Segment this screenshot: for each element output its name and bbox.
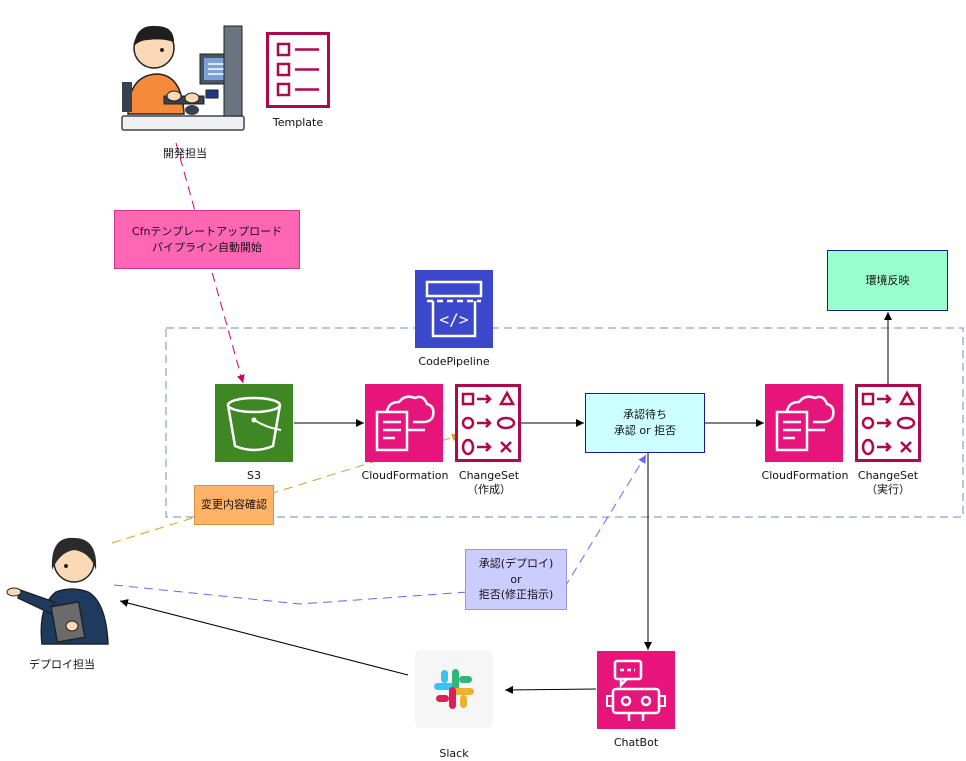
review-change-box: 変更内容確認 — [194, 485, 274, 525]
codepipeline-label: CodePipeline — [418, 355, 490, 368]
approve-line2: or — [510, 572, 522, 586]
deployer-illustration — [6, 537, 109, 645]
chatbot-label: ChatBot — [613, 736, 659, 749]
changeset-create-line2: （作成） — [467, 483, 511, 497]
slack-logo — [415, 650, 493, 728]
approve-arrow — [113, 454, 647, 605]
s3-label: S3 — [247, 469, 261, 482]
slack-to-deployer-arrow — [119, 599, 409, 676]
changeset-exec-label: ChangeSet （実行） — [843, 469, 933, 498]
chatbot-to-slack-arrow — [504, 685, 597, 694]
review-change-text: 変更内容確認 — [201, 498, 267, 512]
changeset-exec-line1: ChangeSet — [857, 469, 919, 482]
template-icon — [266, 32, 330, 108]
upload-box-line1: Cfnテンプレートアップロード — [131, 224, 283, 238]
changeset-exec-line2: （実行） — [866, 483, 910, 497]
approval-wait-line2: 承認 or 拒否 — [613, 424, 677, 437]
cloudformation-icon — [365, 384, 443, 462]
developer-illustration — [121, 25, 245, 131]
changeset-create-line1: ChangeSet — [458, 469, 520, 482]
upload-box: Cfnテンプレートアップロードパイプライン自動開始 — [114, 210, 300, 269]
svg-text:</>: </> — [440, 310, 469, 329]
approval-wait-box: 承認待ち承認 or 拒否 — [585, 393, 705, 453]
env-reflect-text: 環境反映 — [865, 273, 910, 287]
template-label: Template — [272, 116, 324, 129]
approval-wait-line1: 承認待ち — [623, 408, 667, 422]
codepipeline-icon: </> — [415, 270, 493, 348]
cloudformation-icon — [765, 384, 843, 462]
approve-line3: 拒否(修正指示) — [478, 588, 554, 602]
cloudformation-label-1: CloudFormation — [361, 469, 449, 482]
changeset-icon — [855, 384, 921, 462]
cloudformation-label-2: CloudFormation — [761, 469, 849, 482]
approve-line1: 承認(デプロイ) — [478, 556, 554, 570]
pipeline-region — [165, 327, 964, 518]
s3-bucket-icon — [215, 384, 293, 462]
developer-label: 開発担当 — [163, 147, 207, 160]
deployer-label: デプロイ担当 — [29, 658, 95, 671]
chatbot-icon — [597, 651, 675, 729]
changeset-create-label: ChangeSet （作成） — [444, 469, 534, 498]
slack-label: Slack — [439, 747, 469, 760]
approve-reject-box: 承認(デプロイ) or 拒否(修正指示) — [465, 549, 567, 610]
env-reflect-box: 環境反映 — [827, 250, 948, 311]
changeset-icon — [455, 384, 521, 462]
upload-box-line2: パイプライン自動開始 — [151, 240, 262, 254]
